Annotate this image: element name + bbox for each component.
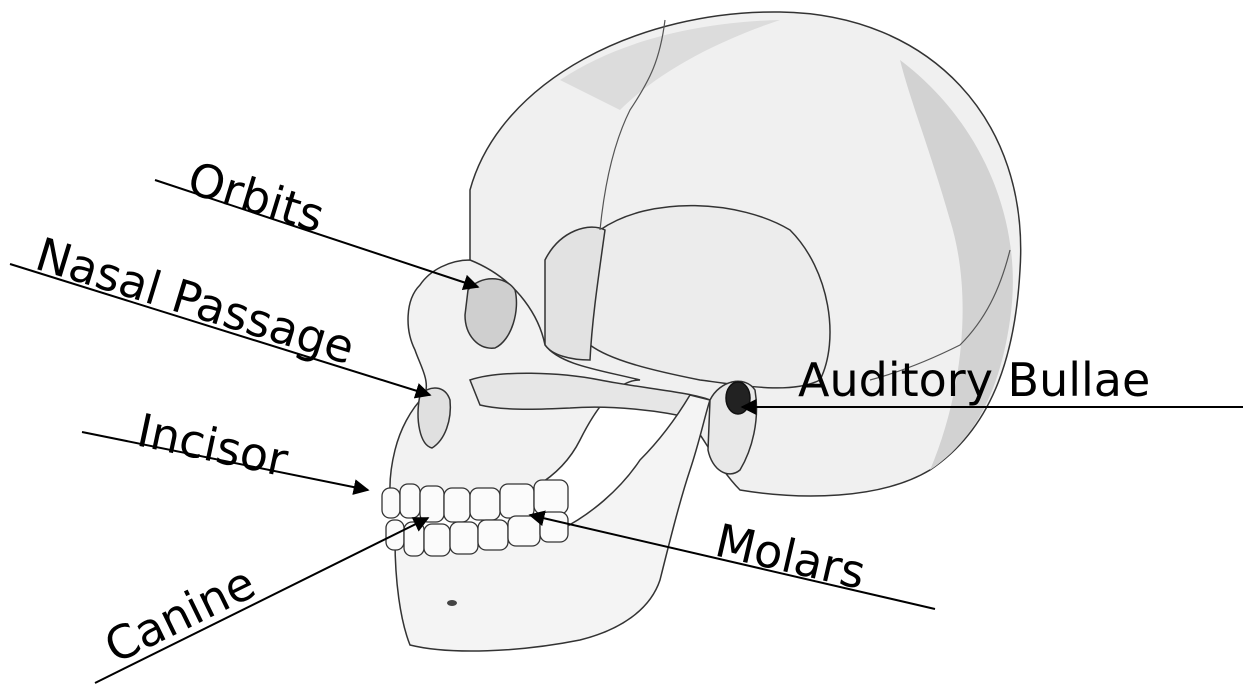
tooth bbox=[444, 488, 470, 522]
mental-foramen bbox=[447, 600, 457, 606]
label-auditory-bullae: Auditory Bullae bbox=[798, 353, 1150, 407]
tooth bbox=[450, 522, 478, 554]
tooth bbox=[508, 516, 540, 546]
label-molars: Molars bbox=[711, 513, 871, 600]
tooth bbox=[470, 488, 500, 520]
tooth bbox=[500, 484, 534, 518]
label-canine: Canine bbox=[96, 555, 263, 674]
tooth bbox=[534, 480, 568, 514]
tooth bbox=[540, 512, 568, 542]
label-incisor: Incisor bbox=[133, 403, 293, 487]
temporal-bone bbox=[588, 206, 830, 388]
auditory-bullae-opening bbox=[726, 382, 750, 414]
tooth bbox=[420, 486, 444, 522]
label-orbits: Orbits bbox=[182, 151, 331, 243]
tooth bbox=[382, 488, 400, 518]
tooth bbox=[404, 522, 424, 556]
tooth bbox=[400, 484, 420, 518]
label-nasal-passage: Nasal Passage bbox=[30, 227, 361, 375]
tooth bbox=[424, 524, 450, 556]
tooth bbox=[478, 520, 508, 550]
